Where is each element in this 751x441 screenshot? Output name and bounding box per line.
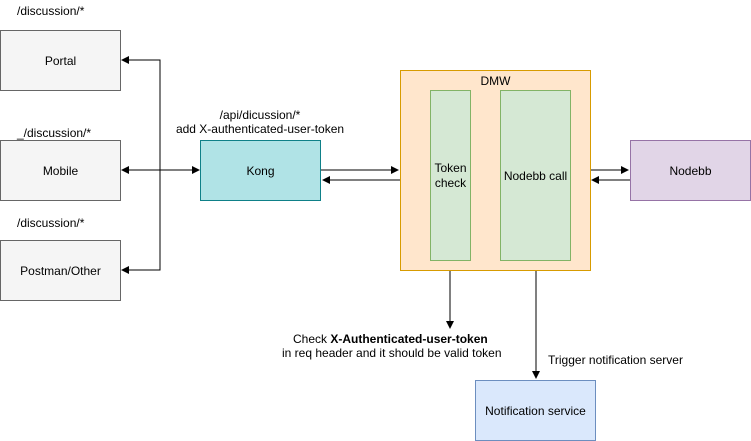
check-note-prefix: Check <box>293 332 331 346</box>
check-note-line1: Check X-Authenticated-user-token <box>293 332 488 346</box>
notification-service-label: Notification service <box>485 403 586 418</box>
nodebb-label: Nodebb <box>669 163 712 178</box>
postman-other-label: Postman/Other <box>20 263 101 278</box>
nodebb-call-label: Nodebb call <box>503 168 568 183</box>
postman-path-label: /discussion/* <box>17 216 85 230</box>
notification-service-box: Notification service <box>475 380 596 441</box>
portal-path-label: /discussion/* <box>17 4 85 18</box>
check-note-header-name: X-Authenticated-user-token <box>330 332 488 346</box>
client-bracket <box>121 56 200 274</box>
postman-other-box: Postman/Other <box>0 240 121 301</box>
mobile-path-label: _/discussion/* <box>17 126 92 140</box>
arrow-to-postman <box>121 170 161 274</box>
kong-box: Kong <box>200 140 321 201</box>
portal-label: Portal <box>44 53 77 68</box>
dmw-label: DMW <box>480 74 511 88</box>
check-note-line2: in req header and it should be valid tok… <box>282 346 502 360</box>
kong-header-label: add X-authenticated-user-token <box>175 122 345 136</box>
token-check-box: Token check <box>430 90 471 261</box>
mobile-label: Mobile <box>42 163 79 178</box>
token-check-label: Token check <box>434 160 467 190</box>
arrow-to-portal <box>121 56 161 170</box>
nodebb-call-box: Nodebb call <box>500 90 571 261</box>
mobile-box: Mobile <box>0 140 121 201</box>
nodebb-box: Nodebb <box>630 140 751 201</box>
kong-route-label: /api/dicussion/* <box>219 108 301 122</box>
portal-box: Portal <box>0 30 121 91</box>
kong-label: Kong <box>246 163 275 178</box>
trigger-notification-label: Trigger notification server <box>548 353 683 367</box>
